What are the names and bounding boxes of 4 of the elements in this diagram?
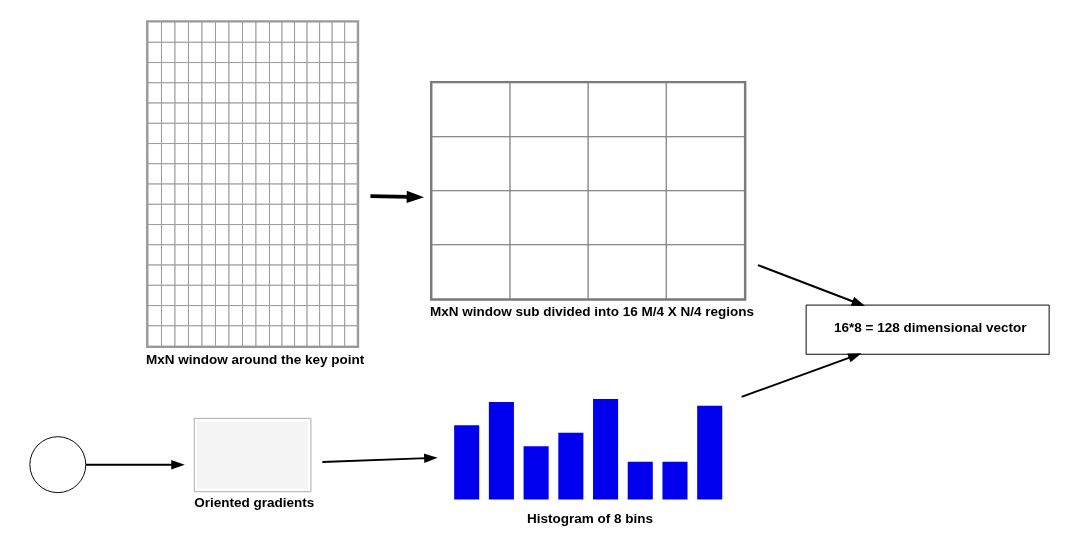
- node-label: MxN window around the key point: [145, 351, 364, 367]
- node-label: Oriented gradients: [193, 495, 314, 511]
- node-label: MxN window sub divided into 16 M/4 X N/4 regions: [429, 304, 754, 320]
- node-label: Histogram of 8 bins: [526, 510, 653, 526]
